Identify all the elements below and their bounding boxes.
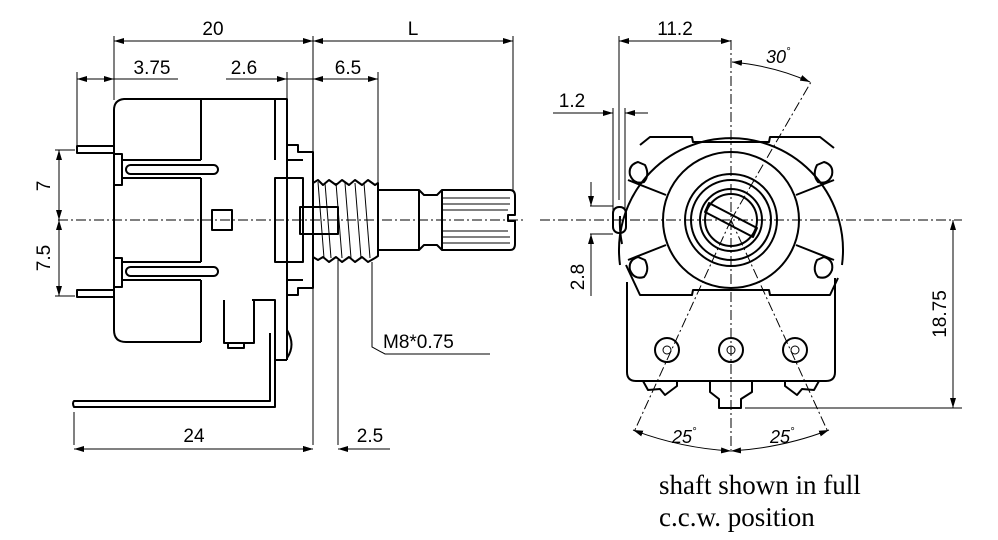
- side-view: 20 L 3.75 2.6 6.5 7 7.5 24 2.5 M8*0.75: [34, 19, 525, 452]
- front-view: 11.2 30° 1.2 2.8 18.75 25° 25°: [540, 19, 962, 454]
- terminals: [654, 337, 808, 363]
- thread-callout-leader: [371, 262, 490, 355]
- shaft-circle: [699, 188, 763, 252]
- terminal-block: [626, 278, 836, 382]
- housing-outline: [618, 137, 844, 266]
- shaft-knurl: [442, 197, 510, 244]
- dim-pin-offset: 3.75: [134, 58, 171, 79]
- lower-pin: [76, 289, 114, 298]
- dim-lug-offset: 2.8: [568, 264, 589, 290]
- shaft: [378, 189, 516, 251]
- note-line-1: shaft shown in full: [659, 470, 861, 500]
- angle-flat: 30°: [766, 46, 791, 67]
- dim-shaft-length: L: [408, 19, 419, 40]
- terminal-1: [654, 337, 680, 363]
- mounting-bracket: [72, 333, 276, 408]
- ground-tab: [709, 381, 753, 409]
- dim-width-to-center: 11.2: [657, 19, 693, 40]
- note-line-2: c.c.w. position: [659, 502, 815, 532]
- rotor-square: [211, 209, 233, 231]
- threaded-bushing: [312, 179, 379, 263]
- shaft-slot: [704, 202, 758, 238]
- lug-slot: [628, 161, 649, 184]
- dim-bracket-thickness: 2.5: [357, 426, 383, 447]
- dim-bushing-length: 6.5: [335, 58, 361, 79]
- dim-bracket-length: 24: [183, 426, 205, 447]
- dim-lug-width: 1.2: [559, 91, 585, 112]
- upper-pin: [76, 145, 114, 154]
- dim-upper-pin-spacing: 7: [34, 181, 55, 192]
- dim-bracket-offset: 2.6: [231, 58, 257, 79]
- angle-left-terminal: 25°: [671, 426, 697, 447]
- dim-lower-pin-spacing: 7.5: [34, 245, 55, 271]
- bushing-circle: [662, 151, 800, 289]
- dim-body-length: 20: [202, 19, 223, 40]
- body-outline: [113, 98, 288, 360]
- angle-right-terminal: 25°: [769, 426, 795, 447]
- terminal-3: [782, 337, 808, 363]
- terminal-2: [718, 337, 744, 363]
- dim-height-to-terminal: 18.75: [930, 290, 951, 338]
- thread-callout: M8*0.75: [383, 332, 454, 353]
